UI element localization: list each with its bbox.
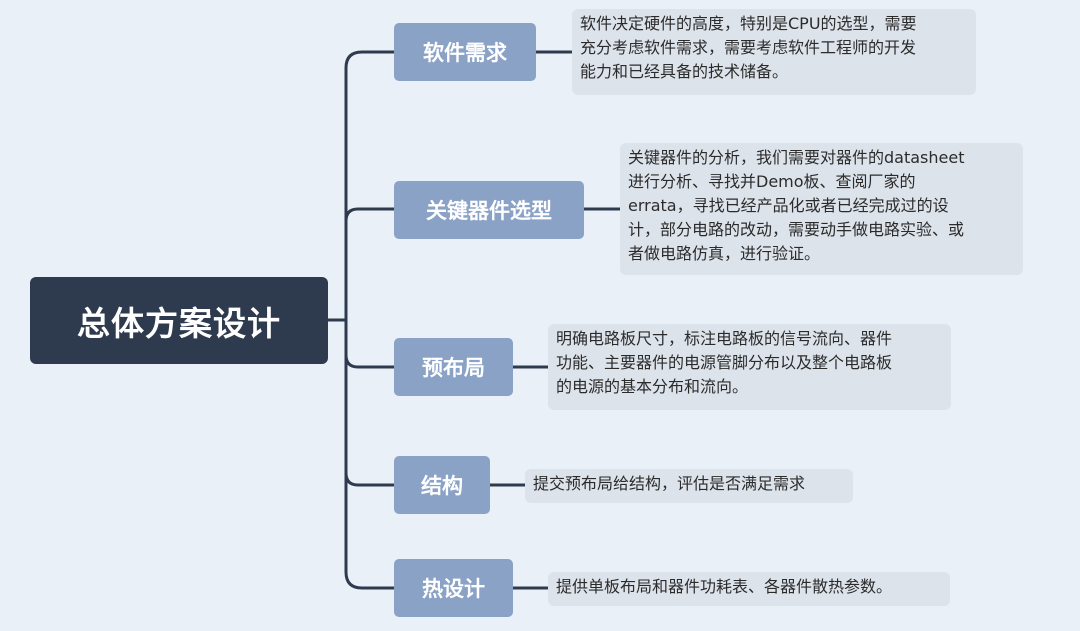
note-line: 明确电路板尺寸，标注电路板的信号流向、器件	[556, 329, 893, 348]
note-line: 能力和已经具备的技术储备。	[580, 62, 789, 81]
branch-software-requirements: 软件需求	[394, 23, 536, 81]
branch-key-component-selection: 关键器件选型	[394, 181, 584, 239]
branch-structure: 结构	[394, 456, 490, 514]
note-line: errata，寻找已经产品化或者已经完成过的设	[628, 196, 949, 215]
connector-branch-4	[344, 471, 396, 487]
note-software-requirements: 软件决定硬件的高度，特别是CPU的选型，需要 充分考虑软件需求，需要考虑软件工程…	[572, 9, 976, 95]
connector-branch-3	[344, 353, 396, 369]
note-pre-layout: 明确电路板尺寸，标注电路板的信号流向、器件 功能、主要器件的电源管脚分布以及整个…	[548, 324, 951, 410]
note-line: 功能、主要器件的电源管脚分布以及整个电路板	[556, 353, 893, 372]
connector-trunk	[344, 50, 396, 590]
note-key-component-selection: 关键器件的分析，我们需要对器件的datasheet 进行分析、寻找并Demo板、…	[620, 143, 1023, 275]
root-topic: 总体方案设计	[30, 277, 328, 364]
note-line: 提交预布局给结构，评估是否满足需求	[533, 474, 806, 493]
note-structure: 提交预布局给结构，评估是否满足需求	[525, 469, 853, 503]
note-line: 软件决定硬件的高度，特别是CPU的选型，需要	[580, 14, 917, 33]
branch-pre-layout: 预布局	[394, 338, 513, 396]
note-line: 关键器件的分析，我们需要对器件的datasheet	[628, 148, 965, 167]
note-line: 充分考虑软件需求，需要考虑软件工程师的开发	[580, 38, 917, 57]
note-line: 提供单板布局和器件功耗表、各器件散热参数。	[556, 577, 893, 596]
note-line: 的电源的基本分布和流向。	[556, 377, 749, 396]
connector-branch-2	[344, 207, 396, 223]
note-line: 者做电路仿真，进行验证。	[628, 244, 821, 263]
note-thermal-design: 提供单板布局和器件功耗表、各器件散热参数。	[548, 572, 950, 606]
note-line: 进行分析、寻找并Demo板、查阅厂家的	[628, 172, 916, 191]
branch-thermal-design: 热设计	[394, 559, 513, 617]
note-line: 计，部分电路的改动，需要动手做电路实验、或	[628, 220, 965, 239]
